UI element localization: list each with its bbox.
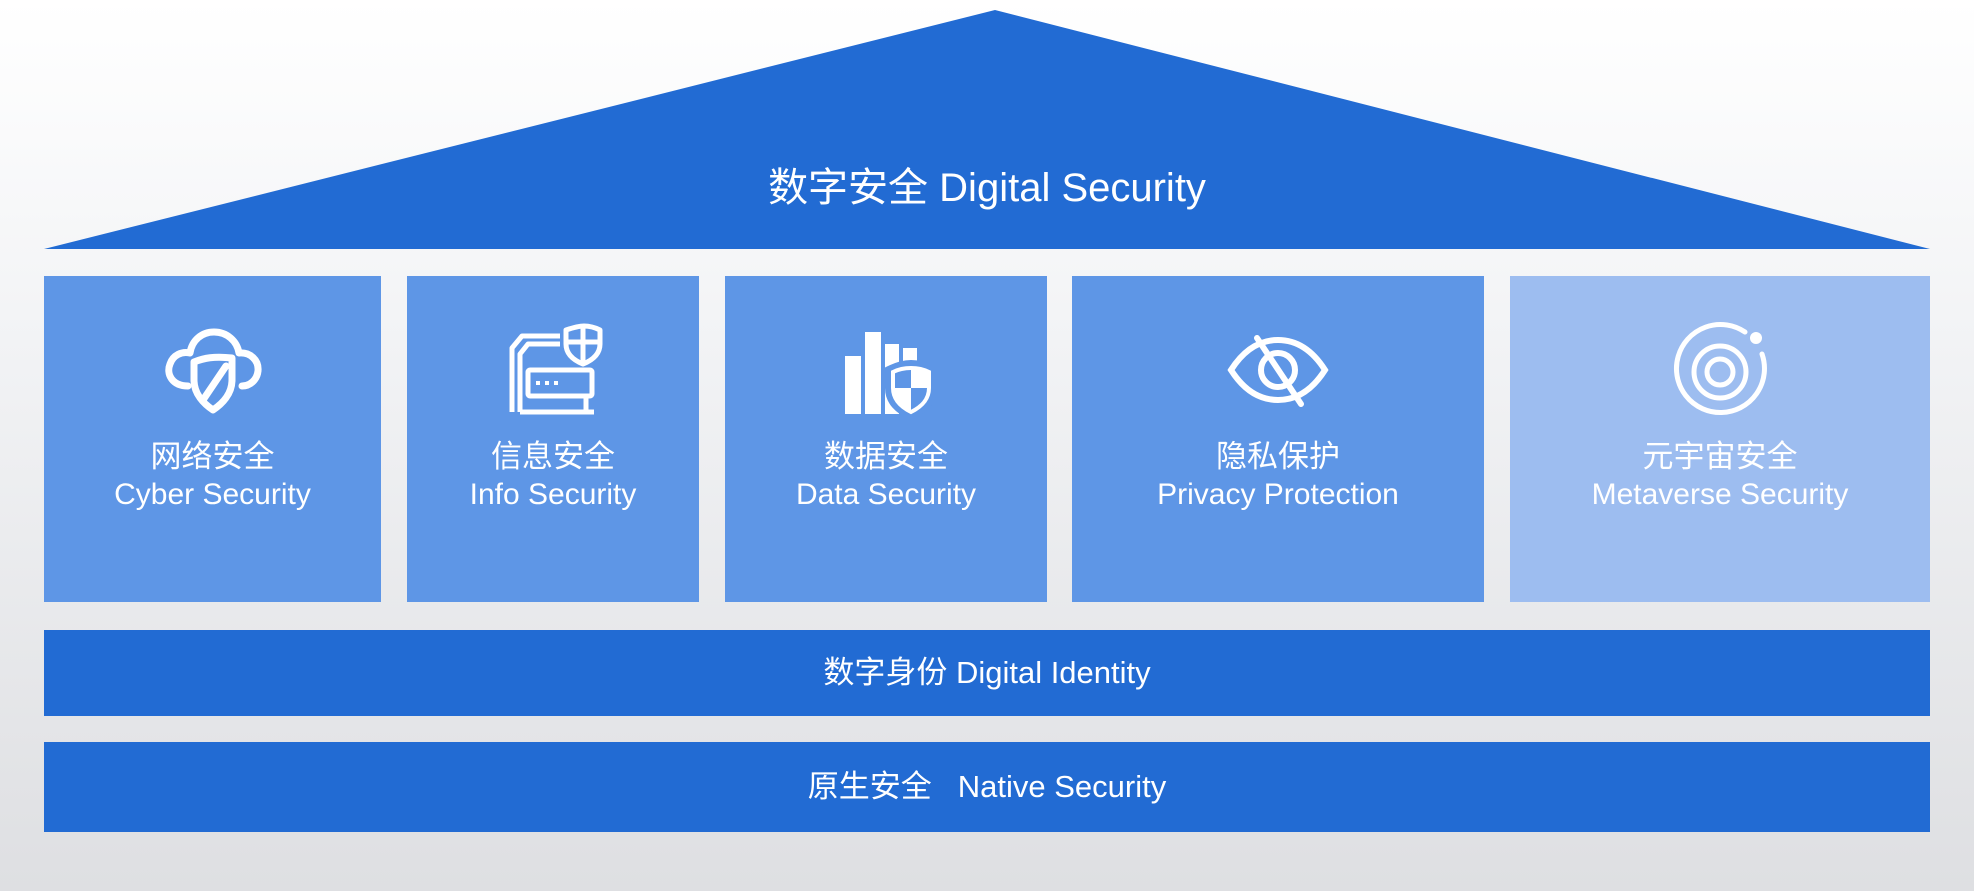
pillar-privacy-protection: 隐私保护 Privacy Protection — [1072, 276, 1484, 602]
band-digital-identity-label: 数字身份 Digital Identity — [823, 655, 1151, 690]
pillar-title-en: Metaverse Security — [1591, 478, 1849, 511]
pillar-metaverse-security: 元宇宙安全 Metaverse Security — [1510, 276, 1930, 602]
pillar-cyber-security: 网络安全 Cyber Security — [44, 276, 381, 602]
pillar-info-security: 信息安全 Info Security — [407, 276, 699, 602]
band-digital-identity: 数字身份 Digital Identity — [44, 630, 1930, 716]
pillar-title-en: Cyber Security — [114, 478, 311, 511]
pillar-title-en: Data Security — [795, 478, 977, 511]
eye-off-icon — [1223, 314, 1333, 424]
roof-triangle — [44, 10, 1930, 249]
pillar-title-zh: 隐私保护 — [1216, 439, 1340, 474]
band-native-security-label-zh: 原生安全 — [807, 769, 932, 804]
roof-title: 数字安全 Digital Security — [768, 166, 1206, 210]
data-shield-icon — [831, 314, 941, 424]
pillar-data-security: 数据安全 Data Security — [725, 276, 1047, 602]
pillar-title-zh: 元宇宙安全 — [1642, 439, 1798, 474]
pillar-title-zh: 数据安全 — [824, 439, 948, 474]
pillar-title-zh: 网络安全 — [150, 439, 275, 474]
pillar-title-en: Privacy Protection — [1157, 478, 1399, 511]
band-native-security-label-en: Native Security — [957, 769, 1167, 804]
folder-shield-icon — [498, 314, 608, 424]
pillar-title-en: Info Security — [469, 478, 637, 511]
cloud-shield-icon — [158, 314, 268, 424]
orbit-icon — [1665, 314, 1775, 424]
band-native-security: 原生安全 Native Security — [44, 742, 1930, 832]
roof — [44, 10, 1930, 249]
pillar-title-zh: 信息安全 — [491, 439, 615, 474]
